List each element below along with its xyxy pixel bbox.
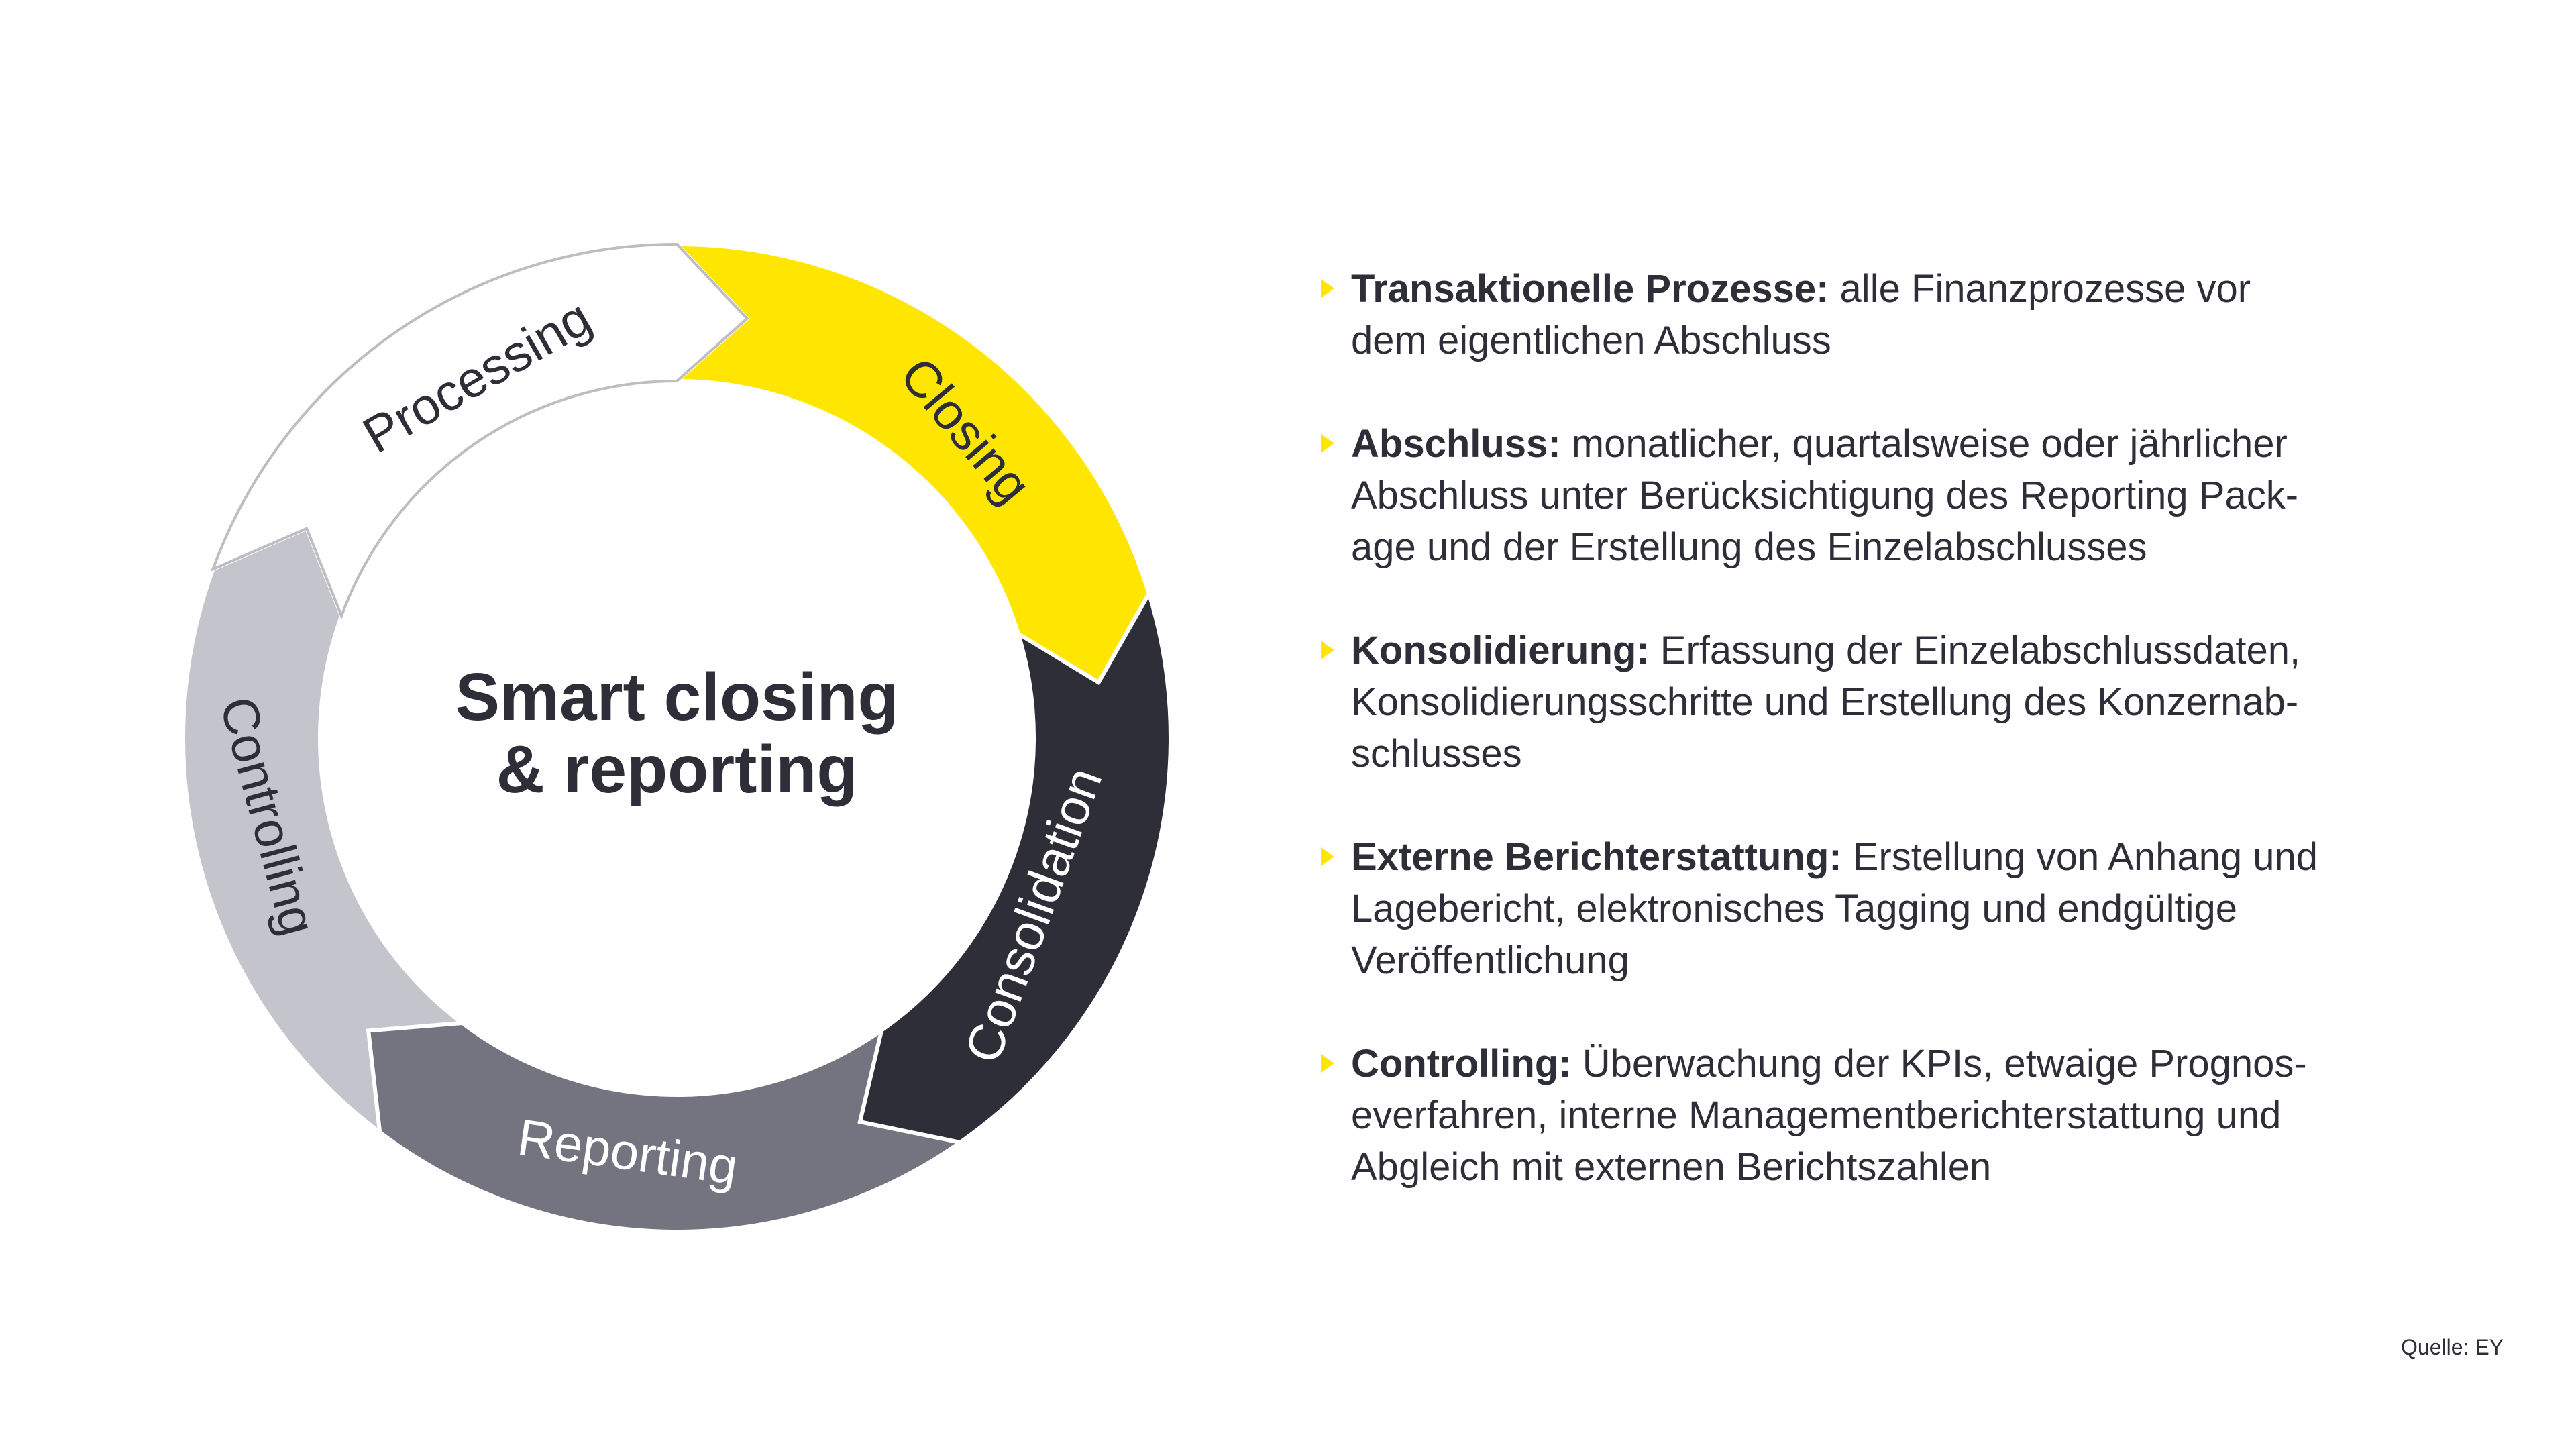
item-text: Erfassung der Einzelabschlussdaten, <box>1649 629 2301 672</box>
item-line: Controlling: Überwachung der KPIs, etwai… <box>1351 1038 2528 1090</box>
item-line: Abschluss: monatlicher, quartalsweise od… <box>1351 418 2528 470</box>
item-text: Überwachung der KPIs, etwaige Prognos- <box>1571 1042 2307 1085</box>
list-item-konsolidierung: Konsolidierung: Erfassung der Einzelabsc… <box>1321 625 2528 780</box>
segment-closing <box>672 242 1152 686</box>
item-text: Erstellung von Anhang und <box>1841 835 2318 879</box>
center-title-line-1: Smart closing <box>455 659 899 735</box>
item-line: Transaktionelle Prozesse: alle Finanzpro… <box>1351 263 2528 315</box>
center-title: Smart closing & reporting <box>409 661 945 806</box>
item-text: alle Finanzprozesse vor <box>1829 267 2251 311</box>
item-line: age und der Erstellung des Einzelabschlu… <box>1351 525 2147 569</box>
list-item-controlling: Controlling: Überwachung der KPIs, etwai… <box>1321 1038 2528 1193</box>
item-line: Konsolidierung: Erfassung der Einzelabsc… <box>1351 625 2528 676</box>
list-item-externe-berichterstattung: Externe Berichterstattung: Erstellung vo… <box>1321 831 2528 986</box>
bullet-triangle-icon <box>1321 847 1334 866</box>
item-term: Abschluss: <box>1351 422 1561 466</box>
item-line: Konsolidierungsschritte und Erstellung d… <box>1351 680 2299 724</box>
item-line: Abschluss unter Berücksichtigung des Rep… <box>1351 474 2299 517</box>
source-note: Quelle: EY <box>2401 1335 2504 1359</box>
list-item-abschluss: Abschluss: monatlicher, quartalsweise od… <box>1321 418 2528 573</box>
item-term: Konsolidierung: <box>1351 629 1650 672</box>
bullet-triangle-icon <box>1321 434 1334 453</box>
list-item-transaktionelle-prozesse: Transaktionelle Prozesse: alle Finanzpro… <box>1321 263 2528 366</box>
item-line: dem eigentlichen Abschluss <box>1351 319 1831 362</box>
description-list: Transaktionelle Prozesse: alle Finanzpro… <box>1321 263 2528 1244</box>
item-term: Transaktionelle Prozesse: <box>1351 267 1829 311</box>
center-title-line-2: & reporting <box>496 732 858 807</box>
segment-reporting <box>366 1020 965 1234</box>
bullet-triangle-icon <box>1321 641 1334 659</box>
bullet-triangle-icon <box>1321 1054 1334 1073</box>
item-line: schlusses <box>1351 732 1522 776</box>
item-line: everfahren, interne Managementberichters… <box>1351 1094 2282 1137</box>
item-line: Externe Berichterstattung: Erstellung vo… <box>1351 831 2528 883</box>
item-term: Externe Berichterstattung: <box>1351 835 1842 879</box>
item-line: Abgleich mit externen Berichtszahlen <box>1351 1145 1992 1189</box>
item-line: Veröffentlichung <box>1351 939 1629 982</box>
bullet-triangle-icon <box>1321 279 1334 298</box>
item-term: Controlling: <box>1351 1042 1572 1085</box>
segment-processing <box>210 242 749 620</box>
item-line: Lagebericht, elektronisches Tagging und … <box>1351 887 2238 931</box>
item-text: monatlicher, quartalsweise oder jährlich… <box>1560 422 2288 466</box>
